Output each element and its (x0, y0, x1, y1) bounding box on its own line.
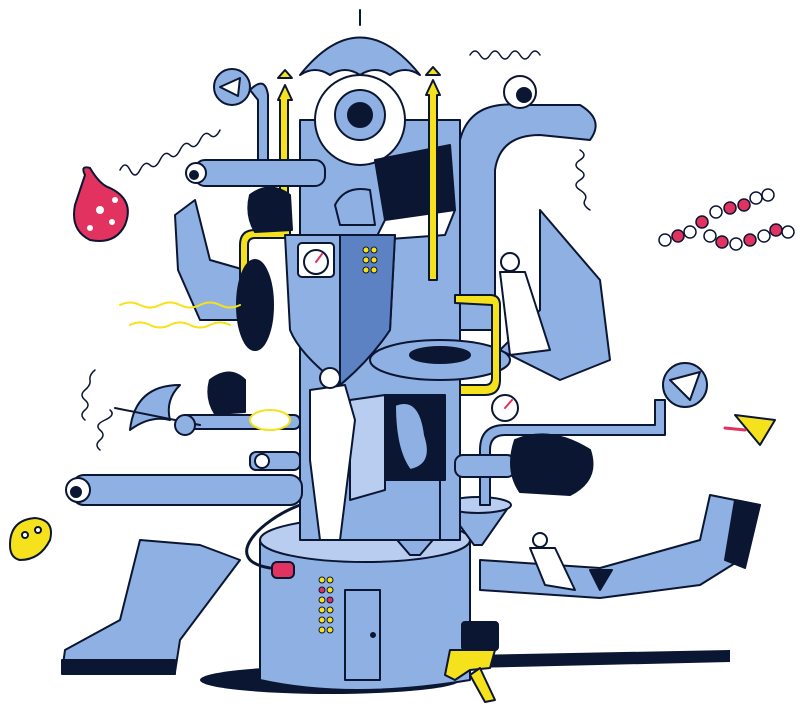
button-panel (318, 576, 334, 634)
right-pipes (454, 362, 708, 506)
yellow-wave-lines (119, 301, 241, 329)
umbrella-top (299, 9, 421, 166)
scientist-small (529, 532, 576, 591)
red-plug (271, 561, 295, 579)
scientist-center (249, 367, 356, 541)
boxing-gloves (207, 186, 594, 496)
virus-blob (73, 166, 129, 242)
molecule-chain (658, 188, 795, 251)
right-leg (479, 494, 761, 599)
yellow-creature (9, 517, 52, 561)
scientist-right (499, 252, 551, 356)
cone (334, 188, 376, 226)
cable (245, 503, 302, 570)
yellow-paper-creature (723, 414, 776, 446)
shield (284, 234, 396, 386)
walker-with-briefcase (444, 621, 499, 703)
hatch (236, 259, 274, 351)
left-leg (61, 539, 241, 675)
briefcase (461, 621, 499, 651)
squiggle-lines (81, 50, 591, 451)
small-umbrella (114, 384, 201, 436)
laptop (374, 144, 456, 241)
briefcase-shadow (470, 650, 730, 668)
